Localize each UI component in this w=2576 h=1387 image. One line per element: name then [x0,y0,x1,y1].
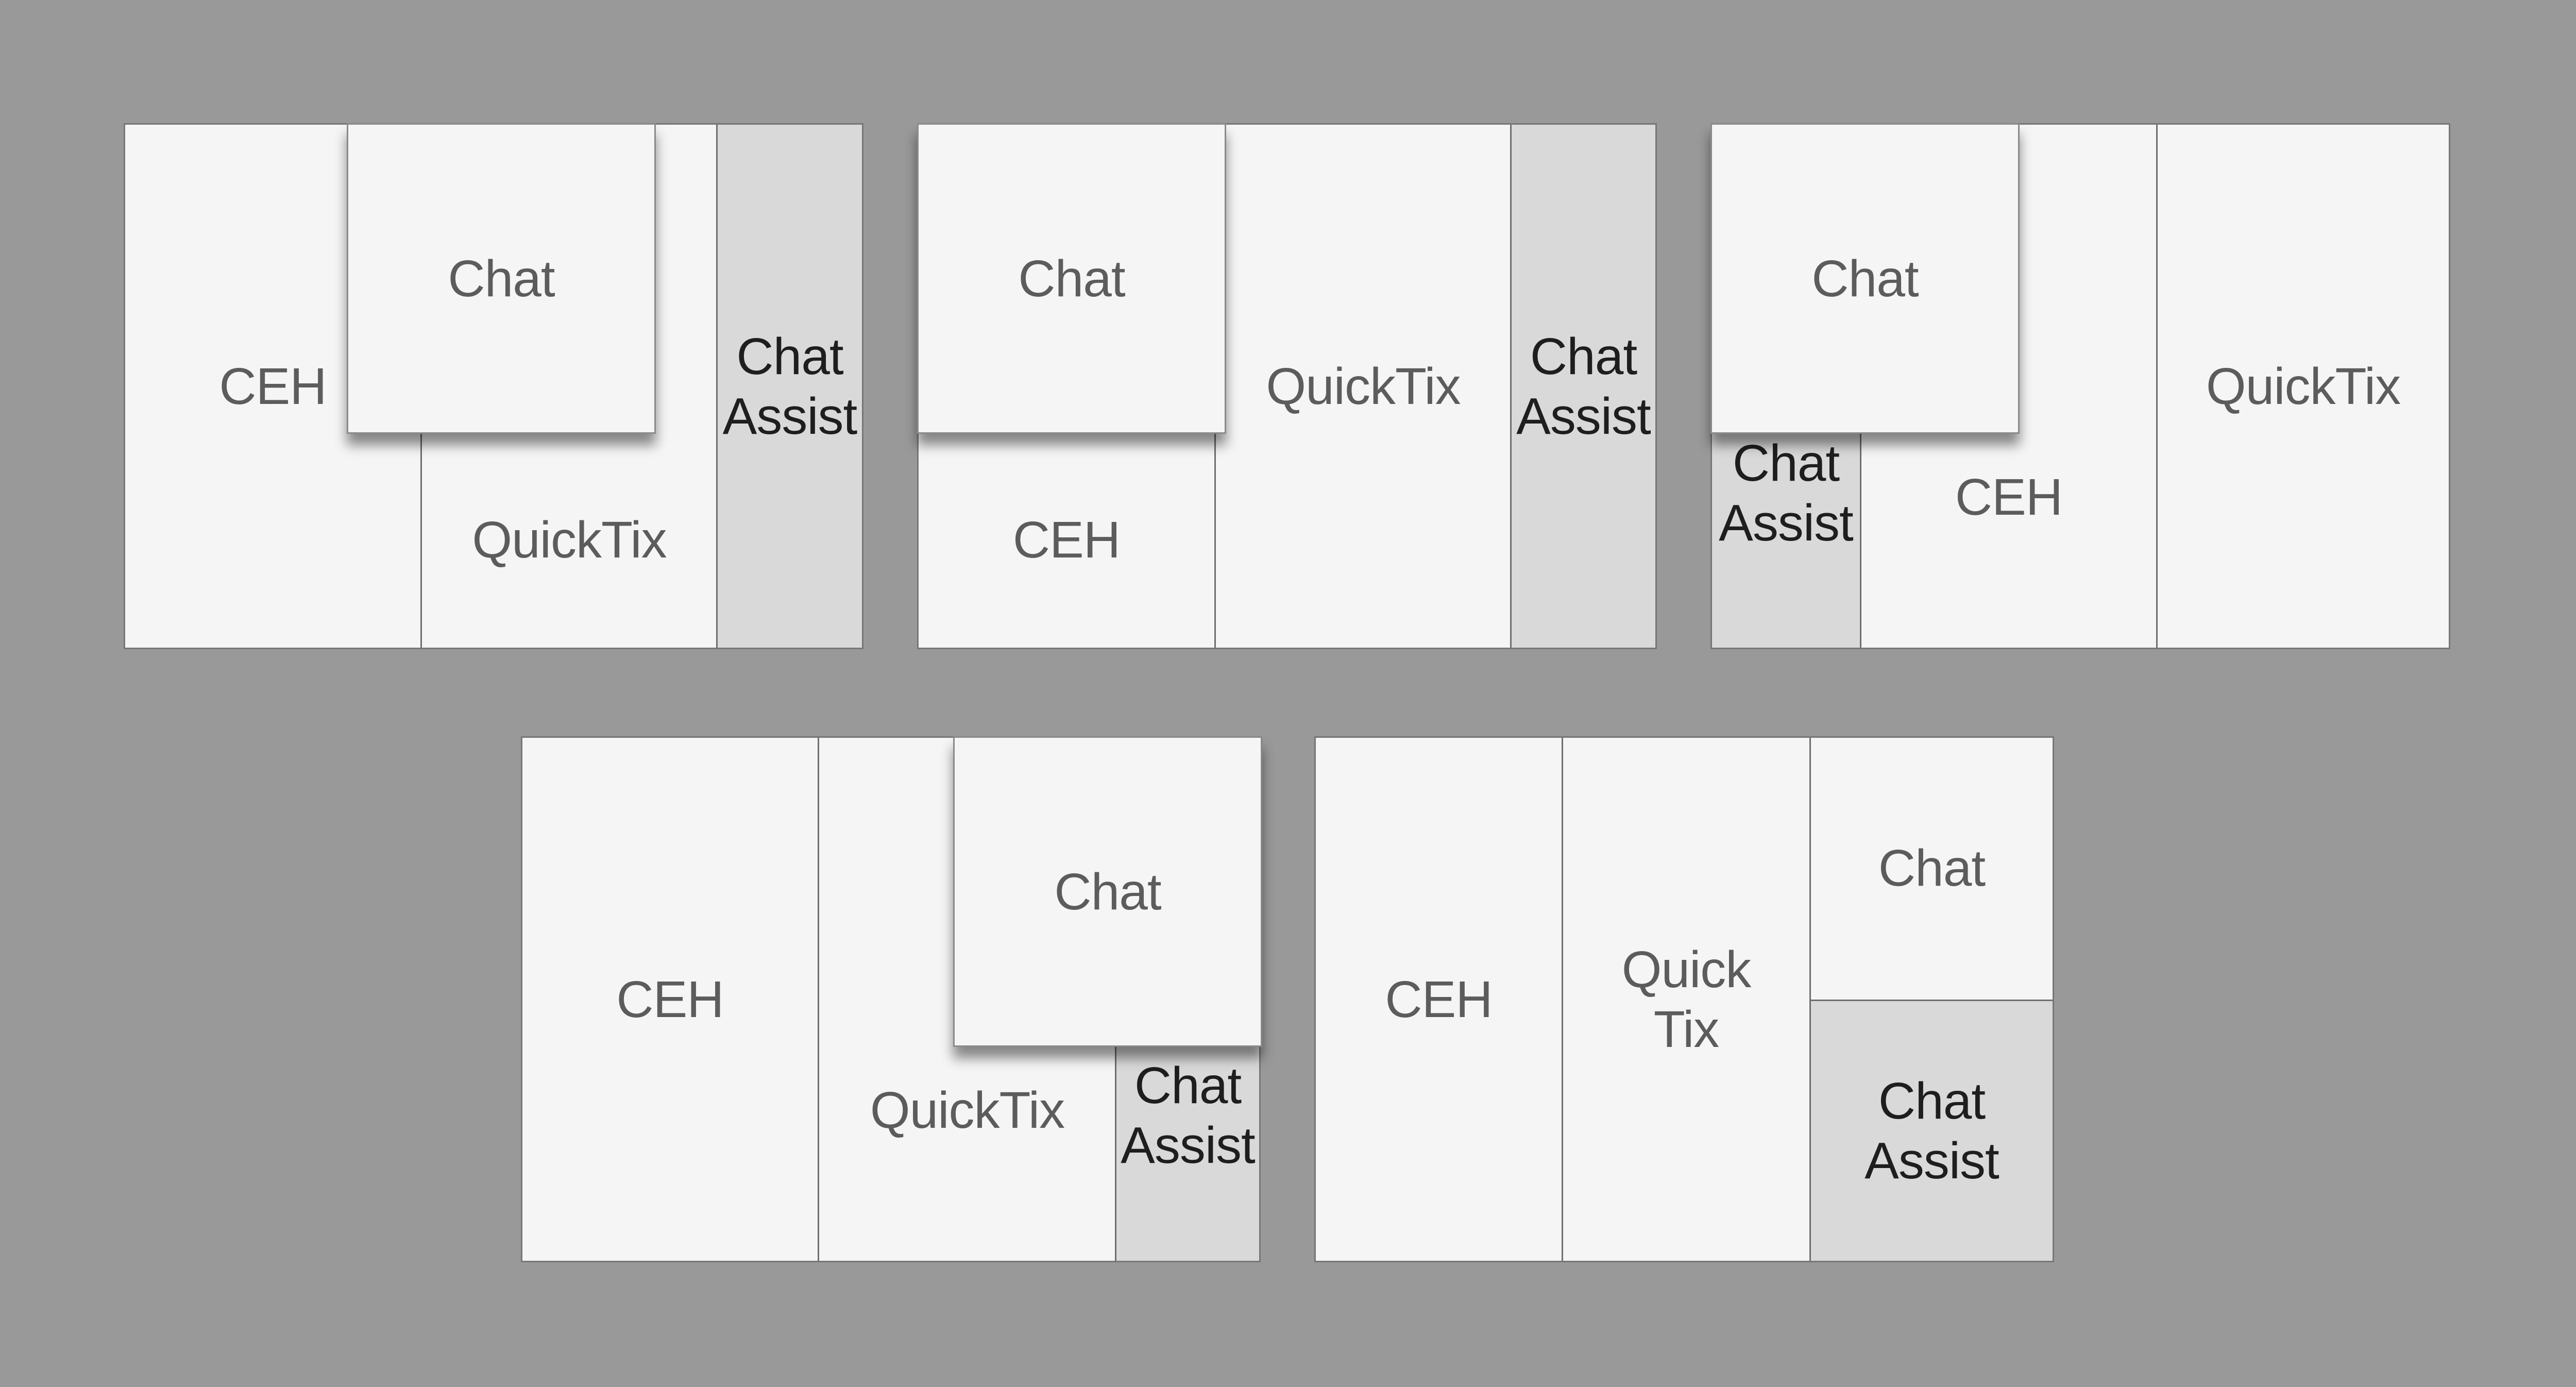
layout-panel-1: CEH QuickTix Chat Assist Chat [124,123,863,649]
region-label: Chat [1878,839,1986,897]
region-label: QuickTix [1266,357,1461,415]
region-quicktix: Quick Tix [1562,738,1809,1261]
region-chat-assist: Chat Assist [1115,1045,1259,1261]
region-chat-assist: Chat Assist [716,125,862,648]
region-label: Chat Assist [1865,1072,1999,1190]
region-label: Chat Assist [722,327,858,445]
region-label: Chat [1054,862,1161,921]
floating-chat-window: Chat [917,123,1226,434]
region-ceh: CEH [522,738,818,1261]
floating-chat-window: Chat [347,123,656,434]
layout-panel-5: CEH Quick Tix Chat Chat Assist [1314,736,2054,1262]
region-label: QuickTix [2206,357,2401,415]
region-label: Chat Assist [1516,327,1651,445]
region-label: QuickTix [870,1081,1065,1139]
region-label: QuickTix [472,511,667,569]
layout-panel-3: Chat Assist CEH QuickTix Chat [1710,123,2450,649]
region-chat-assist: Chat Assist [1712,432,1860,648]
region-chat-assist: Chat Assist [1510,125,1655,648]
region-quicktix: QuickTix [1214,125,1511,648]
region-label: Chat Assist [1719,434,1854,552]
region-label: Quick Tix [1621,940,1752,1058]
region-chat-assist: Chat Assist [1809,1000,2053,1261]
layout-panel-4: CEH QuickTix Chat Assist Chat [521,736,1262,1262]
region-chat: Chat [1809,738,2053,1000]
region-label: Chat [1811,249,1919,308]
region-ceh: CEH [1316,738,1562,1261]
region-label: CEH [616,970,724,1028]
region-ceh: CEH [919,432,1214,648]
floating-chat-window: Chat [1710,123,2020,434]
region-label: CEH [1955,468,2063,526]
region-quicktix: QuickTix [420,432,717,648]
region-label: Chat [448,249,555,308]
region-quicktix: QuickTix [2156,125,2449,648]
floating-chat-window: Chat [953,736,1262,1047]
region-label: CEH [1012,511,1121,569]
region-label: CEH [1385,970,1493,1028]
region-label: Chat Assist [1121,1057,1256,1174]
region-label: CEH [219,357,327,415]
layout-panel-2: CEH QuickTix Chat Assist Chat [917,123,1657,649]
region-label: Chat [1018,249,1125,308]
